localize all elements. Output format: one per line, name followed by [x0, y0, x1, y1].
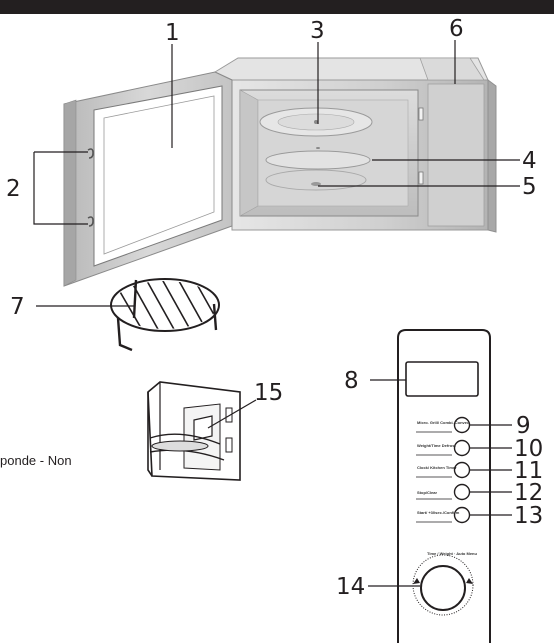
- panel-button-12: [416, 483, 471, 501]
- callout-3: 3: [310, 18, 325, 44]
- callout-1: 1: [165, 20, 180, 46]
- panel-button-11: [416, 461, 471, 479]
- callout-7: 7: [10, 294, 25, 320]
- callout-12: 12: [514, 480, 543, 506]
- panel-label-10: Weight/Time Defrost: [417, 443, 456, 448]
- panel-label-12: Stop/Clear: [417, 490, 437, 495]
- callout-2: 2: [6, 176, 21, 202]
- callout-4: 4: [522, 148, 537, 174]
- panel-label-11: Clock/ Kitchen Timer: [417, 465, 457, 470]
- callout-13: 13: [514, 503, 543, 529]
- panel-label-9: Micro. Grill/ Combi. Convec.: [417, 420, 470, 425]
- callout-10: 10: [514, 436, 543, 462]
- callout-8: 8: [344, 368, 359, 394]
- panel-button-10: [416, 439, 471, 457]
- callout-9: 9: [516, 413, 531, 439]
- microwave-body: [213, 57, 497, 233]
- cavity-detail: [147, 381, 241, 481]
- grill-rack: [110, 278, 220, 352]
- callout-labels: 1 2 3 4 5 6 7 8 9 10 11 12 13 14 15: [6, 16, 543, 600]
- control-panel-closeup: Micro. Grill/ Combi. Convec. Weight/Time…: [397, 329, 491, 643]
- cropped-side-text: ponde - Non: [0, 453, 72, 468]
- panel-button-13: [416, 506, 471, 524]
- top-bar: [0, 0, 554, 14]
- display-window: [405, 361, 479, 397]
- panel-label-13: Start/ +30sec./Confirm: [417, 510, 460, 515]
- callout-6: 6: [449, 16, 464, 42]
- panel-dial: [412, 554, 474, 616]
- callout-15: 15: [254, 380, 283, 406]
- panel-button-9: [416, 416, 471, 434]
- panel-label-dial: Time / Weight · Auto Menu: [427, 551, 477, 556]
- callout-14: 14: [336, 574, 365, 600]
- leader-lines: [33, 40, 520, 587]
- door: [63, 71, 233, 287]
- callout-11: 11: [514, 458, 543, 484]
- callout-5: 5: [522, 174, 537, 200]
